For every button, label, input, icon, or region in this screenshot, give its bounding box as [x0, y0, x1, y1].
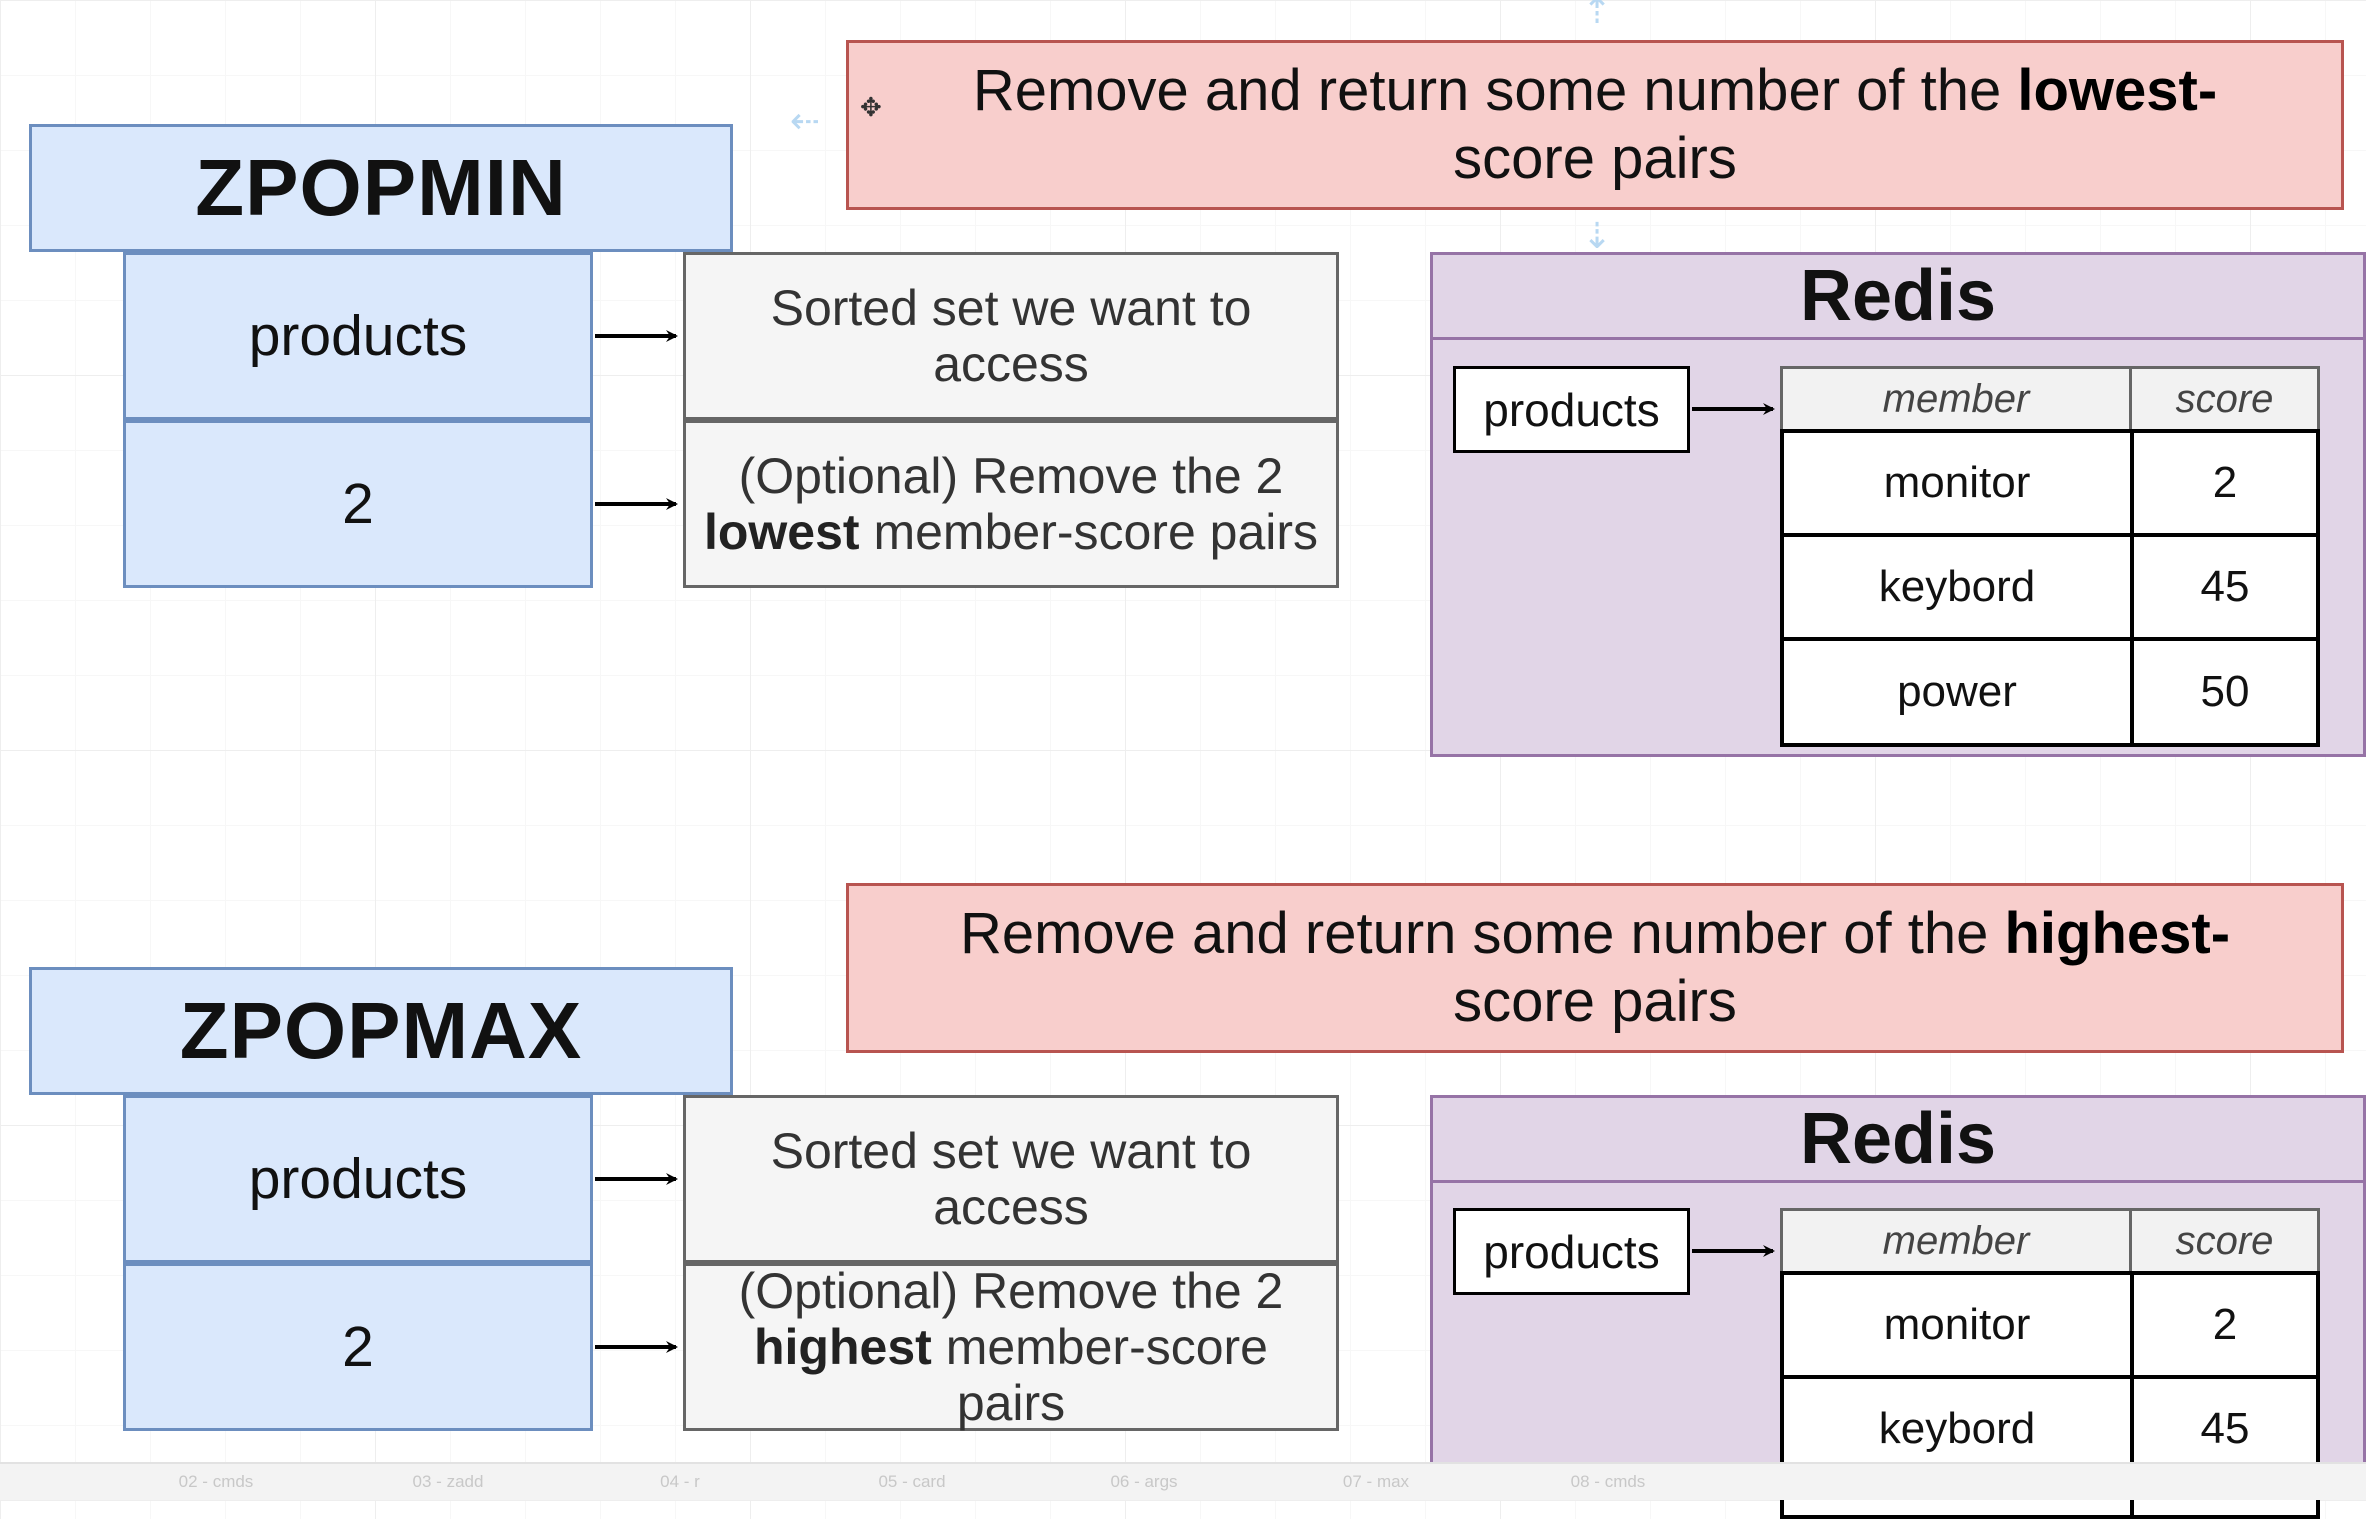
table-cell-score: 2 — [2130, 429, 2320, 537]
desc-text: Sorted set we want to access — [770, 1123, 1252, 1235]
table-cell-score: 50 — [2130, 637, 2320, 747]
key-label: products — [1483, 383, 1660, 436]
zpopmin-note[interactable]: Remove and return some number of the low… — [846, 40, 2344, 210]
zpopmax-note[interactable]: Remove and return some number of the hig… — [846, 883, 2344, 1053]
table-header-member: member — [1780, 366, 2132, 432]
page-tab[interactable]: 05 - card — [878, 1472, 946, 1491]
table-cell-score: 2 — [2130, 1271, 2320, 1379]
connection-handle-icon: ⇡ — [1582, 0, 1613, 31]
table-cell-member: monitor — [1780, 1271, 2134, 1379]
zpopmin-arg-key[interactable]: products — [123, 252, 593, 420]
note-text: Remove and return some number of the hig… — [959, 901, 2231, 1034]
redis-title: Redis — [1433, 255, 2363, 340]
connection-handle-icon: ⇣ — [1582, 215, 1613, 256]
zpopmin-arg-count[interactable]: 2 — [123, 420, 593, 588]
page-tab[interactable]: 08 - cmds — [1570, 1472, 1646, 1491]
connection-handle-icon: ⇠ — [790, 100, 821, 141]
zpopmax-arg-key[interactable]: products — [123, 1095, 593, 1263]
table-cell-member: monitor — [1780, 429, 2134, 537]
page-tab[interactable]: 06 - args — [1110, 1472, 1178, 1491]
key-label: products — [1483, 1225, 1660, 1278]
arg-label: 2 — [342, 472, 374, 536]
page-tab[interactable]: 03 - zadd — [412, 1472, 484, 1491]
table-header-score: score — [2129, 366, 2320, 432]
page-tab-bar: 02 - cmds 03 - zadd 04 - r 05 - card 06 … — [0, 1462, 2366, 1500]
zpopmin-command[interactable]: ZPOPMIN — [29, 124, 733, 252]
desc-text: (Optional) Remove the 2 highest member-s… — [738, 1263, 1284, 1431]
command-label: ZPOPMIN — [195, 143, 567, 232]
table-cell-score: 45 — [2130, 533, 2320, 641]
desc-text: Sorted set we want to access — [770, 280, 1252, 392]
table-header-score: score — [2129, 1208, 2320, 1274]
note-text: Remove and return some number of the low… — [972, 58, 2218, 191]
zpopmin-desc-key[interactable]: Sorted set we want to access — [683, 252, 1339, 420]
zpopmin-desc-count[interactable]: (Optional) Remove the 2 lowest member-sc… — [683, 420, 1339, 588]
arg-label: 2 — [342, 1315, 374, 1379]
command-label: ZPOPMAX — [179, 986, 583, 1075]
zpopmax-redis-key[interactable]: products — [1453, 1208, 1690, 1295]
page-tab[interactable]: 02 - cmds — [178, 1472, 254, 1491]
zpopmax-desc-key[interactable]: Sorted set we want to access — [683, 1095, 1339, 1263]
move-handle-icon[interactable]: ✥ — [860, 92, 882, 122]
page-tab[interactable]: 04 - r — [660, 1472, 700, 1491]
zpopmax-arg-count[interactable]: 2 — [123, 1263, 593, 1431]
arg-label: products — [248, 1147, 468, 1211]
table-cell-member: keybord — [1780, 533, 2134, 641]
page-tab[interactable]: 07 - max — [1342, 1472, 1410, 1491]
arg-label: products — [248, 304, 468, 368]
table-cell-member: power — [1780, 637, 2134, 747]
zpopmax-command[interactable]: ZPOPMAX — [29, 967, 733, 1095]
zpopmin-redis-key[interactable]: products — [1453, 366, 1690, 453]
desc-text: (Optional) Remove the 2 lowest member-sc… — [703, 448, 1319, 560]
zpopmax-desc-count[interactable]: (Optional) Remove the 2 highest member-s… — [683, 1263, 1339, 1431]
table-header-member: member — [1780, 1208, 2132, 1274]
redis-title: Redis — [1433, 1098, 2363, 1183]
